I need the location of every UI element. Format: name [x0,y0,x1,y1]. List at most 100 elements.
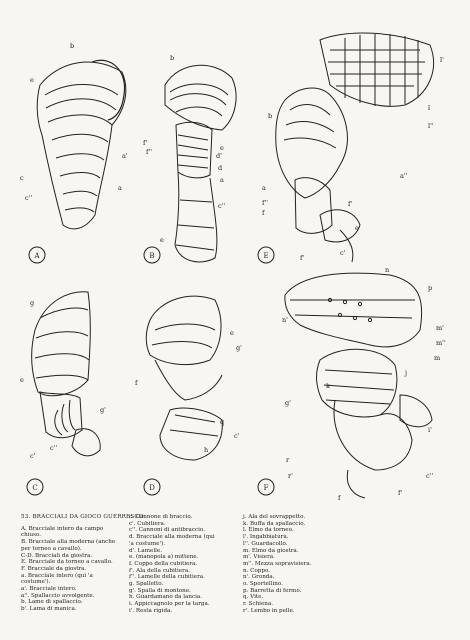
legend-entry: l. Elmo da torneo. [243,527,294,534]
callout-label: e [230,329,234,337]
panel-e-circle [257,246,275,264]
legend-entry: r'. Lembo in pelle. [243,607,295,614]
callout-label: f' [300,254,304,262]
legend-entry: B. Bracciale alla moderna (anche [21,539,116,546]
callout-label: d [218,164,222,172]
legend-entry: l''. Guardacollo. [243,540,288,547]
callout-label: f' [348,200,352,208]
legend-entry: n. Coppo. [243,567,271,574]
legend-entry: 'a costume'). [129,540,165,547]
callout-label: c' [340,249,346,257]
legend-entry: f'. Ala della cubitiera. [129,567,190,574]
armor-drawing-b [164,64,237,263]
callout-label: f [338,494,341,502]
callout-label: l'' [428,122,434,130]
armor-drawing-e [275,32,435,263]
armor-drawing-f [284,272,433,499]
callout-label: g' [285,399,291,407]
callout-label: a [262,184,266,192]
legend-entry: chiuso. [21,532,42,539]
callout-label: h [204,446,208,454]
panel-letter-a: A [33,252,40,260]
callout-label: r' [288,472,293,480]
legend-entry: h. Guardamano da lancia. [129,594,202,601]
legend-entry: q. Vite. [243,594,264,601]
legend-entry: c. Cannone di braccio. [129,514,193,520]
legend-entry: i'. Resta rigida. [129,607,173,614]
callout-label: p [428,284,432,292]
callout-label: n' [282,316,288,324]
legend-entry: m''. Mezza sopravisiera. [243,560,312,567]
callout-label: l' [440,56,444,64]
legend-entry: j. Ala del sovrappetto. [243,514,306,520]
callout-label: a [220,176,224,184]
callout-label: c'' [25,194,32,202]
armor-illustration-plate: A B E C D F b e a' c a c'' b f' f'' d' d… [20,32,446,502]
panel-letter-b: B [149,252,154,260]
callout-label: a'' [400,172,408,180]
callout-label: g' [236,344,242,352]
callout-label: g [30,299,34,307]
callout-label: e [160,236,164,244]
callout-label: e [20,376,24,384]
panel-b-circle [143,246,161,264]
legend-entry: r. Schiena. [243,601,273,608]
callout-label: d' [216,152,222,160]
panel-letter-e: E [263,252,268,260]
legend-column-1: 53. BRACCIALI DA GIOCO GUERRESCO A. Brac… [21,514,143,613]
callout-label: c' [30,452,36,460]
legend-entry: d. Bracciale alla moderna (qui [129,534,215,541]
caption-title-line: 53. BRACCIALI DA GIOCO GUERRESCO [21,514,143,521]
legend-entry: costume'). [21,579,51,586]
armor-drawing-c [31,291,101,457]
legend-entry: A. Bracciale intero da campo [21,525,104,532]
callout-label: l [428,104,430,112]
callout-label: e [30,76,34,84]
callout-label: a' [122,152,128,160]
legend-entry: m. Elmo da giostra. [243,547,299,554]
legend-entry: d'. Lamelle. [129,547,163,554]
legend-entry: C-D. Bracciali da giostra. [21,552,93,559]
callout-label: c' [234,432,240,440]
callout-label: f' [398,489,402,497]
legend-entry: c'. Cubitiera. [129,520,166,527]
panel-d-circle [143,478,161,496]
panel-letter-d: D [149,484,155,492]
callout-label: m'' [436,339,446,347]
legend-entry: l'. Ingabbiatura. [243,534,289,541]
legend-entry: b'. Lama di manica. [21,606,77,613]
callout-label: n [385,266,389,274]
armor-drawing-d [145,295,223,461]
legend-entry: n'. Gronda. [243,574,275,581]
caption-title: BRACCIALI DA GIOCO GUERRESCO [32,514,144,520]
legend-entry: E. Bracciale da torneo a cavallo. [21,559,113,566]
callout-label: q [220,418,224,426]
panel-letter-c: C [32,484,37,492]
panel-c-circle [26,478,44,496]
legend-entry: F. Bracciale da giostra. [21,565,87,572]
callout-label: c'' [218,202,225,210]
callout-label: f'' [146,148,152,156]
callout-label: c [20,174,24,182]
legend-entry: a''. Spallaccio avvolgente. [21,592,95,599]
callout-label: b [170,54,174,62]
legend-entry: p. Barretta di fermo. [243,587,302,594]
callout-label: f [262,209,265,217]
legend-entry: o. Sportellino. [243,581,283,588]
legend-entry: e. (manopola a) mittene. [129,554,199,561]
callout-label: a [118,184,122,192]
legend-entry: a. Bracciale intero (qui 'a [21,572,93,579]
callout-label: b [70,42,74,50]
callout-label: c'' [426,472,433,480]
legend-column-2: c. Cannone di braccio. c'. Cubitiera. c'… [129,514,234,615]
figure-caption: 53. BRACCIALI DA GIOCO GUERRESCO A. Brac… [21,514,451,636]
callout-label: e [220,144,224,152]
callout-label: f' [143,139,147,147]
legend-entry: g'. Spalla di montone. [129,587,191,594]
callout-label: k [326,382,330,390]
callout-label: j [404,369,407,377]
legend-entry: b. Lame di spallaccio. [21,599,83,606]
callout-label: e [355,224,359,232]
figure-number: 53. [21,514,31,520]
